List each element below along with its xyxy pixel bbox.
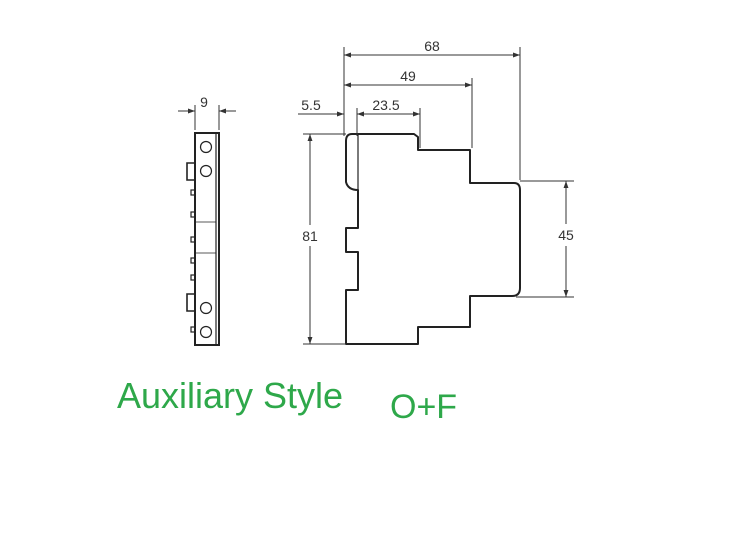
dimension-label-side-width: 9 bbox=[200, 94, 208, 110]
terminal-screw-icon bbox=[199, 164, 213, 178]
dimension-extension-lines bbox=[343, 47, 521, 180]
profile-view-outline bbox=[345, 133, 521, 345]
dimension-label-depth-49: 49 bbox=[400, 68, 416, 84]
dimension-label-depth-23-5: 23.5 bbox=[372, 97, 399, 113]
dimension-height-81 bbox=[303, 133, 346, 345]
terminal-screw-icon bbox=[199, 301, 213, 315]
terminal-screw-icon bbox=[199, 140, 213, 154]
caption-title: Auxiliary Style bbox=[117, 375, 344, 416]
dimension-label-height-45: 45 bbox=[558, 227, 574, 243]
dimension-height-45 bbox=[516, 180, 574, 298]
caption-suffix: O+F bbox=[390, 388, 458, 426]
dimension-label-offset-5-5: 5.5 bbox=[301, 97, 321, 113]
dimension-label-total-depth: 68 bbox=[424, 38, 440, 54]
dimension-label-height-81: 81 bbox=[302, 228, 318, 244]
terminal-screw-icon bbox=[199, 325, 213, 339]
dimension-side-width bbox=[178, 105, 236, 130]
side-view bbox=[186, 132, 220, 346]
